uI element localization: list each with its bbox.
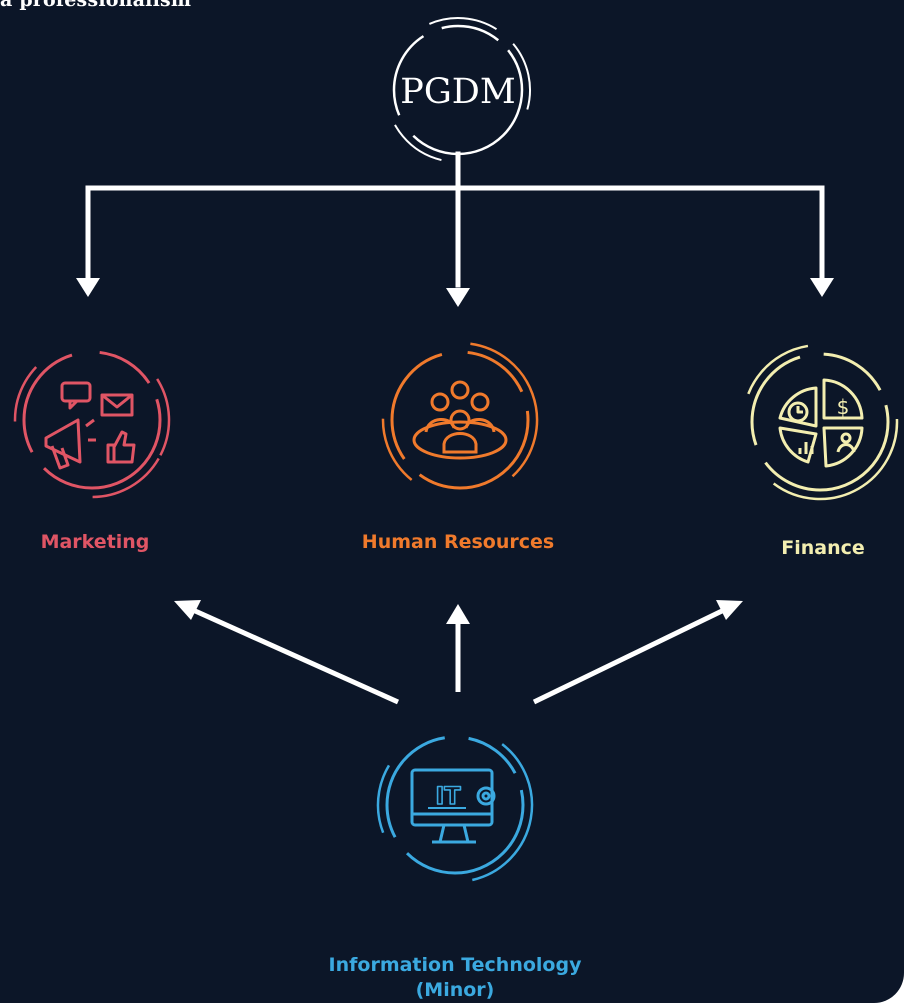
it-label-line2: (Minor) [415, 979, 495, 1001]
marketing-megaphone-icon [44, 381, 136, 470]
it-computer-gear-icon: IT [410, 768, 496, 844]
finance-node: $ [741, 343, 899, 501]
marketing-label: Marketing [40, 531, 150, 553]
marketing-node [13, 341, 171, 499]
svg-text:IT: IT [435, 782, 461, 810]
it-minor-label: Information Technology (Minor) [329, 953, 582, 1003]
hr-label: Human Resources [361, 531, 555, 553]
arrowheads-up [174, 600, 743, 624]
hr-node [381, 341, 539, 499]
finance-label: Finance [781, 537, 865, 559]
arrowheads-down [76, 278, 834, 307]
pgdm-label: PGDM [400, 72, 515, 112]
team-people-icon [412, 380, 508, 460]
top-arrows [85, 151, 825, 288]
it-node: IT [376, 726, 534, 884]
pgdm-node: PGDM [385, 17, 531, 163]
svg-text:$: $ [837, 395, 850, 419]
top-caption: a professionalism [0, 0, 192, 11]
it-label-line1: Information Technology [328, 954, 582, 976]
minor-arrows [191, 607, 726, 705]
finance-pie-chart-icon: $ [778, 378, 864, 468]
